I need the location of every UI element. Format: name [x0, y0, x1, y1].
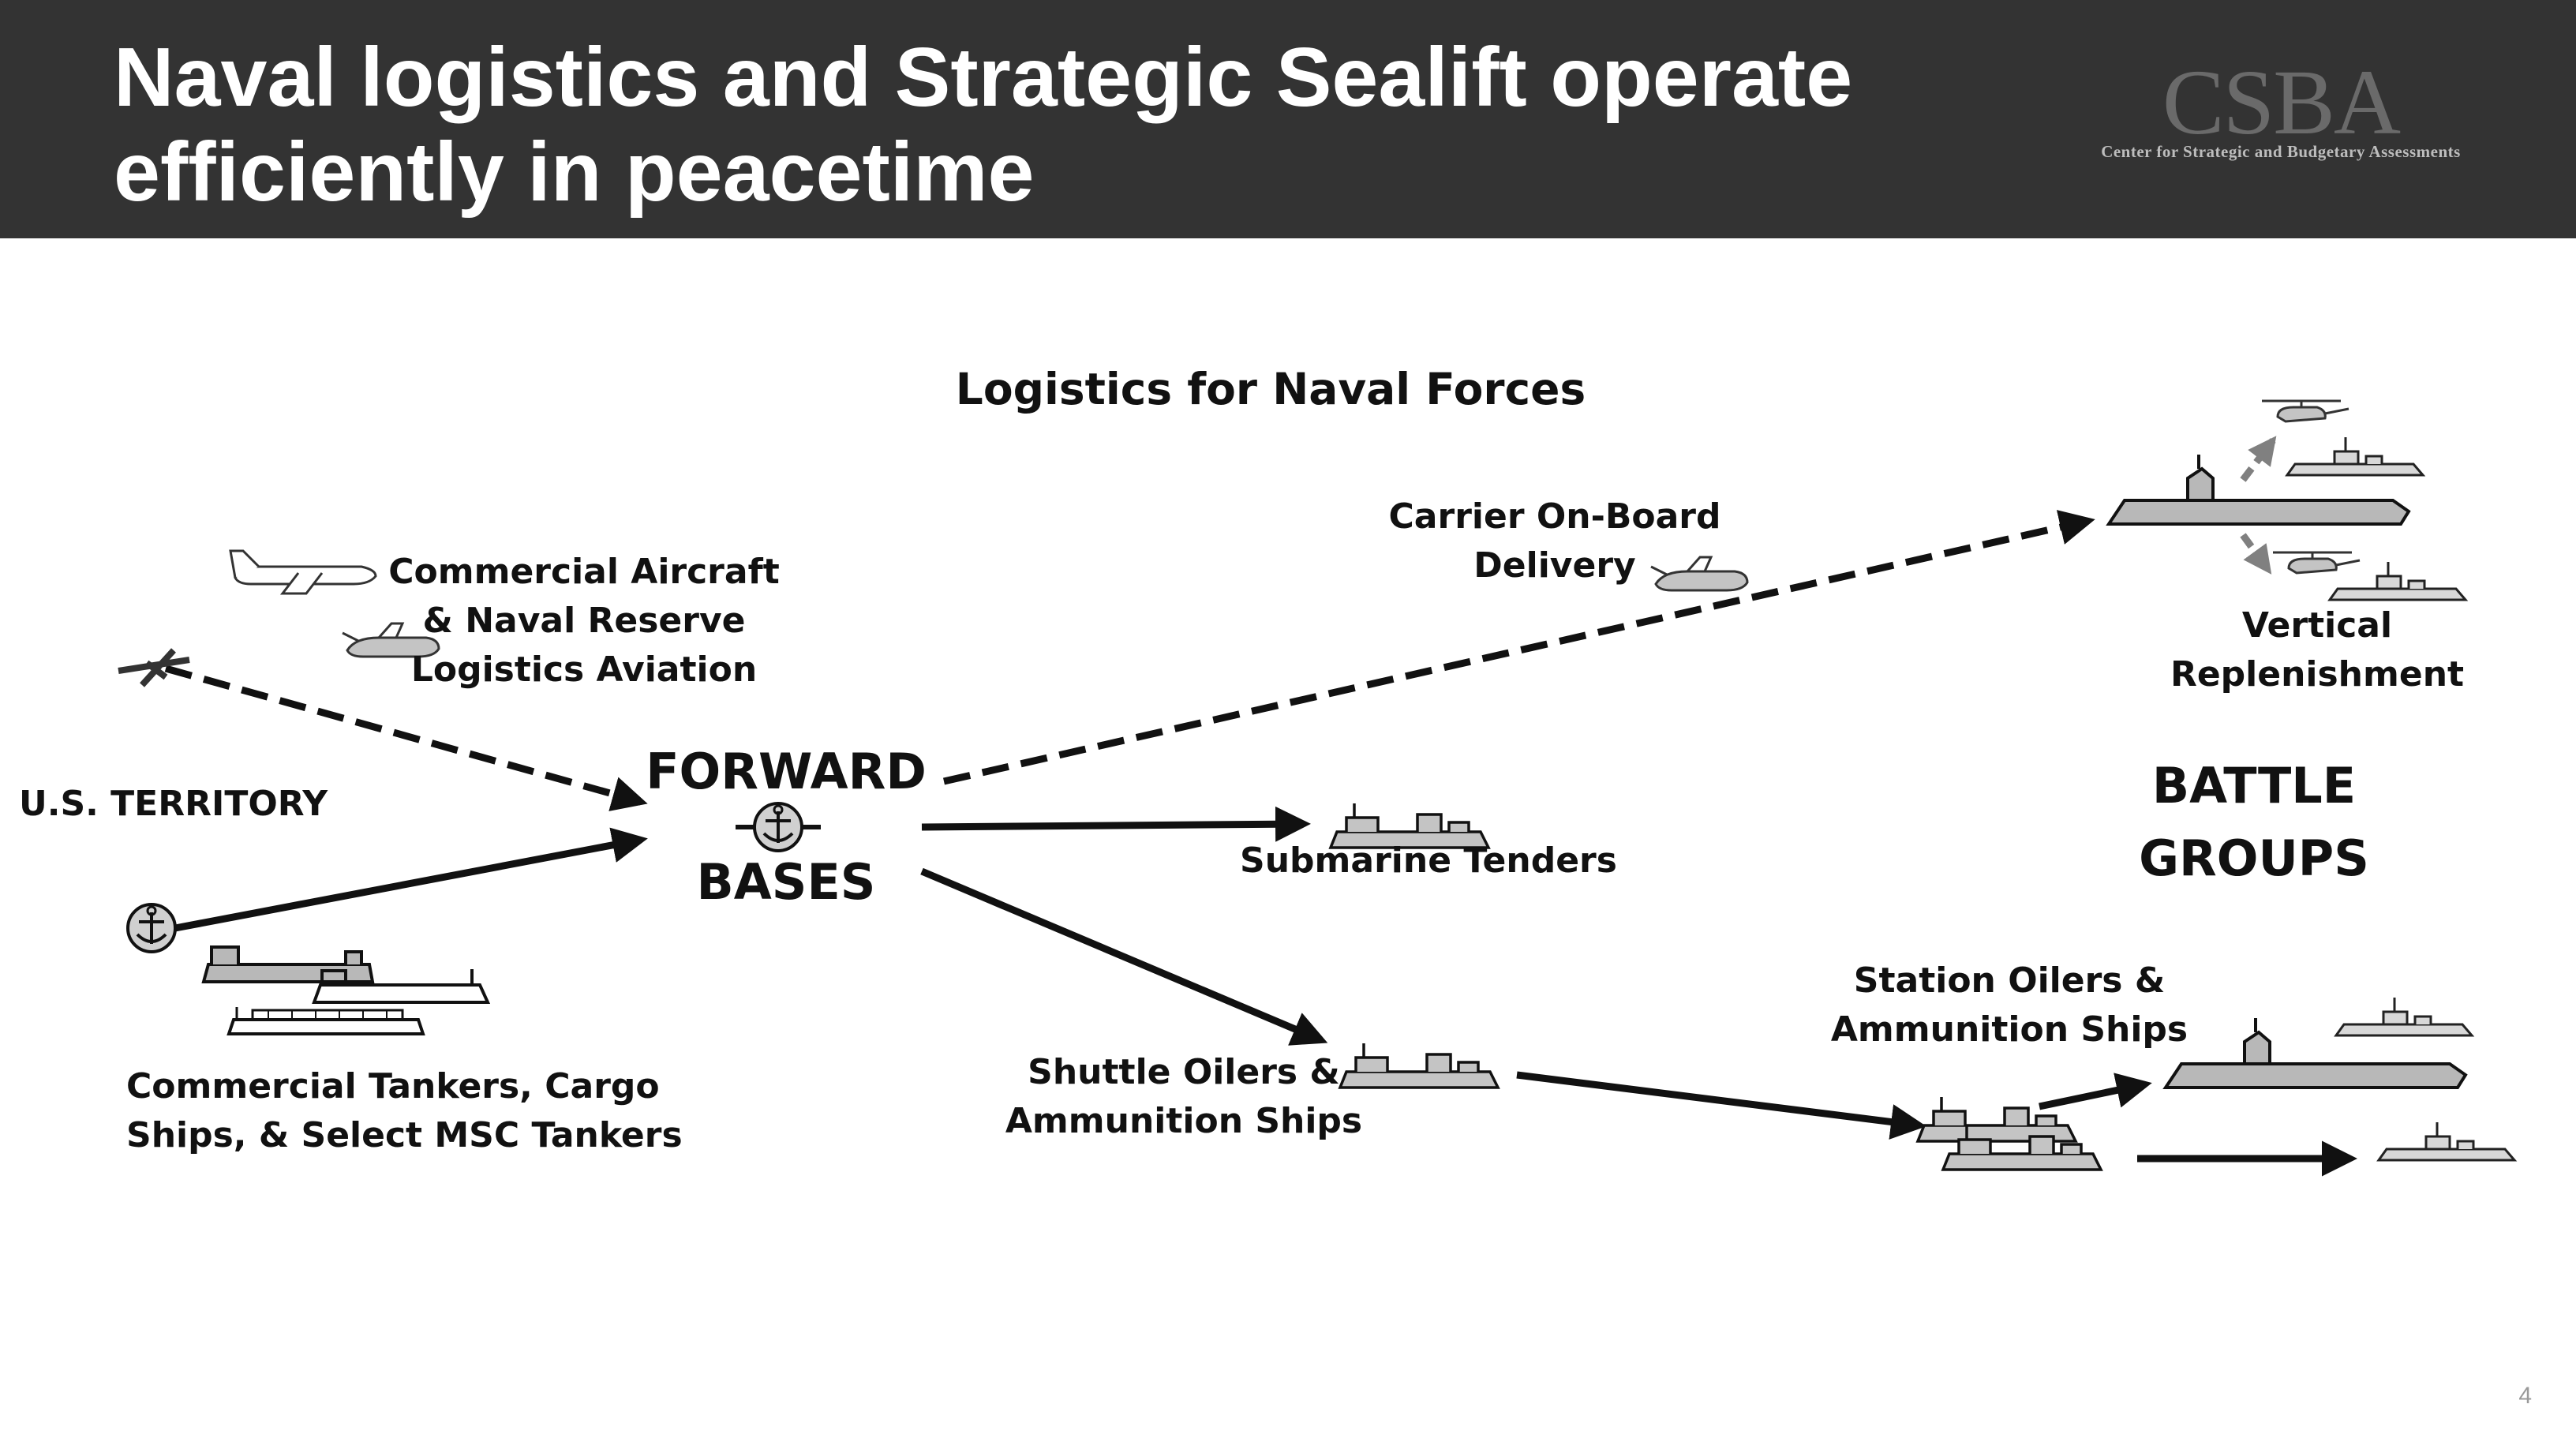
- helicopter-icon: [2260, 399, 2350, 423]
- label-battle-groups-bottom: GROUPS: [2139, 829, 2369, 887]
- label-commercial-tankers: Commercial Tankers, Cargo Ships, & Selec…: [126, 1066, 683, 1155]
- label-station-oilers: Station Oilers & Ammunition Ships: [1830, 960, 2188, 1050]
- vertrep-arrow-down: [2240, 533, 2272, 575]
- csba-logo: CSBA: [2162, 51, 2401, 154]
- airliner-icon: [229, 549, 377, 595]
- tender-arrow: [921, 806, 1311, 842]
- label-carrier-onboard-delivery: Carrier On-Board Delivery: [1388, 496, 1721, 586]
- small-aircraft-icon: [118, 648, 190, 687]
- logistics-diagram: Logistics for Naval Forces U.S. TERRITOR…: [0, 238, 2576, 1449]
- cargo-ship-icon: [312, 969, 491, 1004]
- helicopter-icon-2: [2271, 551, 2361, 575]
- warship-icon: [2286, 436, 2424, 477]
- station-to-carrier-arrow: [2039, 1073, 2152, 1110]
- label-battle-groups-top: BATTLE: [2151, 757, 2357, 814]
- warship-icon-3: [2334, 996, 2473, 1037]
- shuttle-arrow: [920, 867, 1328, 1046]
- aviation-dashed-arrow: [164, 665, 648, 811]
- diagram-graphics: [118, 399, 2516, 1177]
- label-commercial-aircraft: Commercial Aircraft & Naval Reserve Logi…: [388, 552, 780, 690]
- diagram-title: Logistics for Naval Forces: [955, 364, 1586, 414]
- label-forward-bases-top: FORWARD: [646, 743, 927, 800]
- slide-header: Naval logistics and Strategic Sealift op…: [0, 0, 2576, 238]
- sealift-arrow: [174, 827, 648, 932]
- label-vertical-replenishment: Vertical Replenishment: [2170, 605, 2465, 695]
- vertrep-arrow-up: [2240, 436, 2277, 482]
- label-forward-bases-bottom: BASES: [696, 853, 876, 911]
- container-ship-icon: [227, 1007, 425, 1035]
- label-submarine-tenders: Submarine Tenders: [1240, 841, 1617, 881]
- csba-logo-subtitle: Center for Strategic and Budgetary Asses…: [2101, 142, 2461, 161]
- label-us-territory: U.S. TERRITORY: [19, 784, 328, 824]
- warship-icon-4: [2377, 1121, 2516, 1162]
- label-shuttle-oilers: Shuttle Oilers & Ammunition Ships: [1005, 1052, 1363, 1141]
- forward-bases-anchor-icon: [736, 802, 821, 852]
- shuttle-to-station-arrow: [1516, 1071, 1926, 1140]
- anchor-icon: [126, 903, 177, 953]
- page-number: 4: [2518, 1383, 2532, 1409]
- slide-title: Naval logistics and Strategic Sealift op…: [114, 31, 1853, 219]
- warship-icon-2: [2328, 560, 2467, 601]
